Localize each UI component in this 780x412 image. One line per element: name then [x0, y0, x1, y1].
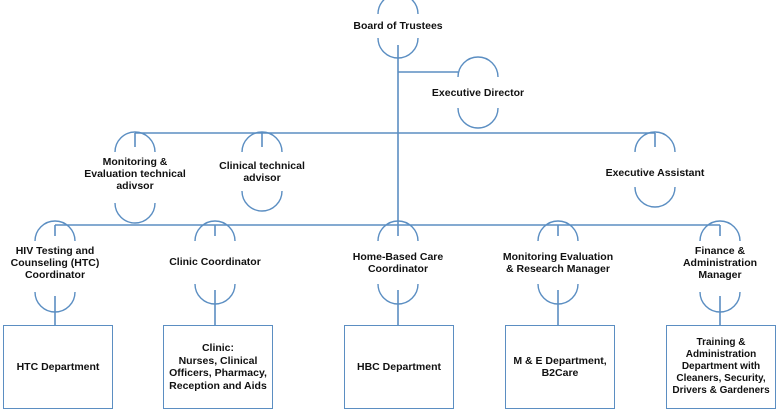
node-executive-assistant: Executive Assistant: [605, 167, 705, 179]
mer-arc-bottom: [537, 283, 579, 305]
node-mer-manager: Monitoring Evaluation & Research Manager: [502, 251, 614, 275]
board-arc-top: [377, 0, 419, 15]
finance-arc-top: [699, 220, 741, 242]
me-advisor-arc-top: [114, 131, 156, 153]
director-arc-top: [457, 56, 499, 78]
director-arc-bottom: [457, 107, 499, 129]
board-arc-bottom: [377, 37, 419, 59]
node-board-of-trustees: Board of Trustees: [353, 20, 443, 32]
finance-arc-bottom: [699, 291, 741, 313]
hbc-arc-bottom: [377, 283, 419, 305]
node-clinic-coordinator: Clinic Coordinator: [169, 256, 261, 268]
box-training-department: Training & Administration Department wit…: [666, 325, 776, 409]
htc-arc-top: [34, 220, 76, 242]
clinical-advisor-arc-bottom: [241, 190, 283, 212]
exec-assistant-arc-bottom: [634, 186, 676, 208]
node-finance-manager: Finance & Administration Manager: [682, 245, 758, 281]
node-hbc-coordinator: Home-Based Care Coordinator: [352, 251, 444, 275]
node-me-technical-advisor: Monitoring & Evaluation technical adivso…: [84, 156, 186, 192]
hbc-arc-top: [377, 220, 419, 242]
me-advisor-arc-bottom: [114, 202, 156, 224]
htc-arc-bottom: [34, 291, 76, 313]
clinic-arc-bottom: [194, 283, 236, 305]
mer-arc-top: [537, 220, 579, 242]
clinical-advisor-arc-top: [241, 131, 283, 153]
box-hbc-department: HBC Department: [344, 325, 454, 409]
box-me-department: M & E Department, B2Care: [505, 325, 615, 409]
box-clinic-department: Clinic: Nurses, Clinical Officers, Pharm…: [163, 325, 273, 409]
clinic-arc-top: [194, 220, 236, 242]
box-htc-department: HTC Department: [3, 325, 113, 409]
node-executive-director: Executive Director: [431, 87, 525, 99]
node-htc-coordinator: HIV Testing and Counseling (HTC) Coordin…: [10, 245, 100, 281]
exec-assistant-arc-top: [634, 131, 676, 153]
node-clinical-technical-advisor: Clinical technical advisor: [219, 160, 305, 184]
